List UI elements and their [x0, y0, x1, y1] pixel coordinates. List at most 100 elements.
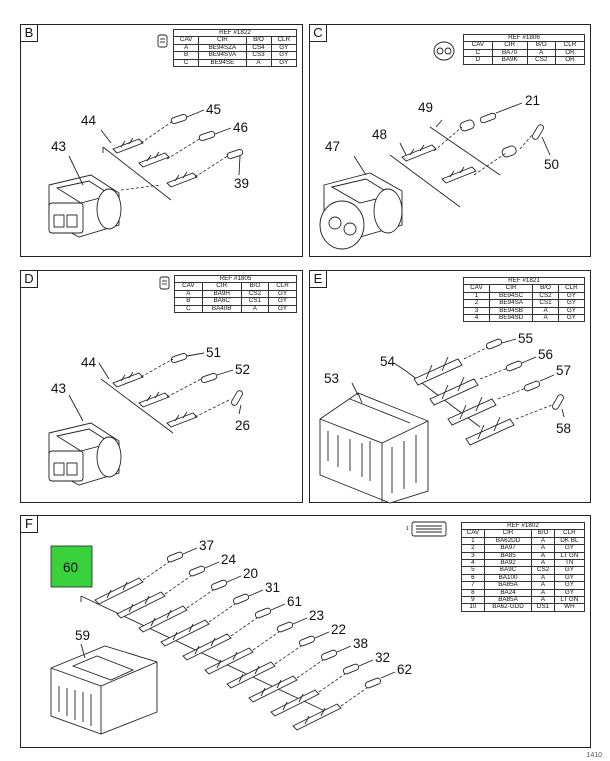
- table-cell: 10: [461, 603, 485, 612]
- callout: 26: [235, 418, 250, 433]
- seal: [232, 593, 250, 605]
- table-cell: OR: [554, 48, 586, 58]
- table-cell: BA40B: [201, 304, 242, 314]
- connector-housing-43: [48, 422, 122, 486]
- terminal: [160, 619, 210, 647]
- callout: 22: [331, 622, 346, 637]
- seal: [166, 551, 184, 563]
- table-cell: GY: [553, 544, 586, 553]
- callout: 32: [375, 650, 390, 665]
- callout-highlight: [50, 545, 93, 588]
- table-cell: CIR: [488, 284, 534, 293]
- table-cell: D: [463, 56, 493, 65]
- terminal: [182, 633, 232, 661]
- table-cell: GY: [268, 289, 297, 299]
- callout: 43: [51, 381, 66, 396]
- table-row: REF #1805: [174, 274, 297, 284]
- table-cell: 2: [461, 544, 485, 553]
- connector-icon: [157, 34, 168, 48]
- callout: 44: [81, 113, 97, 128]
- callout: 57: [556, 363, 571, 378]
- callout: 54: [380, 354, 396, 369]
- callout: 47: [325, 139, 340, 154]
- table-cell: CS3: [245, 51, 272, 60]
- callout: 58: [556, 421, 571, 436]
- terminal: [138, 391, 170, 408]
- seal: [188, 565, 206, 577]
- callout: 44: [81, 355, 97, 370]
- table-cell: A: [526, 48, 556, 58]
- table-cell: GY: [268, 297, 297, 306]
- callout: 49: [418, 100, 433, 115]
- seal: [505, 360, 523, 372]
- seal: [532, 124, 544, 140]
- ref-title: REF #1805: [174, 274, 297, 284]
- seal: [210, 579, 228, 591]
- col-header: CAV: [172, 36, 200, 45]
- seal: [276, 621, 294, 633]
- table-cell: C: [174, 304, 203, 314]
- terminal: [248, 675, 298, 703]
- callout: 53: [324, 371, 339, 386]
- terminal: [429, 376, 479, 406]
- seal: [459, 119, 475, 132]
- table-cell: WH: [553, 603, 586, 612]
- ref-title: REF #1806: [463, 33, 585, 43]
- terminal: [166, 171, 198, 188]
- table-cell: 4: [463, 314, 490, 323]
- connector-housing-53: [319, 392, 429, 504]
- callout: 51: [206, 345, 221, 360]
- terminal: [116, 591, 166, 619]
- table-cell: BA97: [483, 544, 533, 553]
- seal: [552, 394, 564, 410]
- table-cell: CS1: [532, 299, 559, 308]
- table-cell: A: [172, 43, 200, 53]
- callout: 43: [51, 139, 66, 154]
- seal: [200, 373, 218, 383]
- table-cell: CS4: [245, 43, 272, 53]
- seal: [320, 649, 338, 661]
- seal: [479, 112, 497, 124]
- connector-housing-43: [48, 174, 122, 238]
- table-cell: GY: [557, 314, 586, 323]
- table-cell: GY: [557, 299, 586, 308]
- connector-housing-47: [319, 172, 403, 250]
- callout: 48: [372, 127, 387, 142]
- callout: 24: [221, 552, 237, 567]
- terminal: [447, 396, 497, 426]
- table-cell: CS2: [526, 56, 556, 65]
- seal: [170, 114, 188, 124]
- table-cell: BE94SB: [488, 306, 534, 316]
- callout: 60: [63, 560, 78, 575]
- table-cell: C: [172, 58, 200, 68]
- connector-housing-59: [50, 643, 158, 735]
- table-cell: 2: [463, 299, 490, 308]
- table-cell: A: [531, 544, 555, 553]
- callout: 55: [518, 331, 533, 346]
- table-cell: BA62-GDD: [483, 603, 533, 612]
- table-cell: A: [240, 304, 270, 314]
- table-row: REF #1821: [463, 276, 585, 286]
- footer-code: 1410: [586, 752, 602, 759]
- seal: [501, 145, 517, 158]
- panel-d-drawing: 44 51 52 43 26: [48, 276, 250, 486]
- seal: [231, 390, 243, 406]
- callout: 59: [75, 628, 90, 643]
- table-cell: GY: [270, 58, 297, 68]
- callout: 61: [287, 594, 302, 609]
- panel-label: E: [310, 271, 327, 288]
- seal: [254, 607, 272, 619]
